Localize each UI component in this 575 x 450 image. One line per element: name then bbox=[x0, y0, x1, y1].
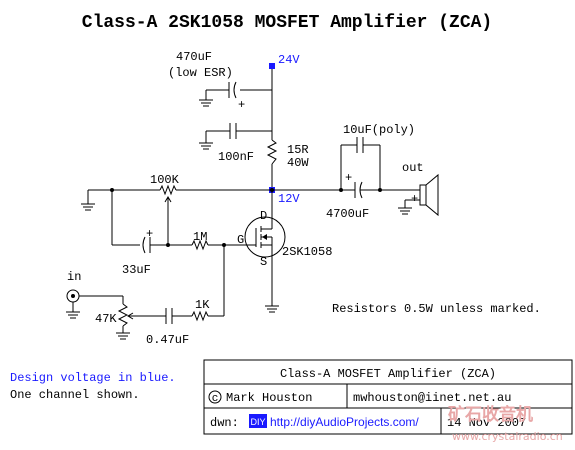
plus-33: + bbox=[146, 227, 153, 241]
title-block-author: Mark Houston bbox=[226, 391, 312, 405]
label-4700uf: 4700uF bbox=[326, 207, 369, 221]
capacitor-10uf-poly: 10uF(poly) bbox=[340, 123, 415, 190]
label-40w: 40W bbox=[287, 156, 309, 170]
label-source: S bbox=[260, 255, 267, 269]
ground-source bbox=[265, 305, 279, 313]
watermark-site: www.crystalradio.cn bbox=[452, 430, 563, 443]
label-24v: 24V bbox=[278, 53, 300, 67]
ground-left bbox=[81, 190, 95, 211]
capacitor-4700uf: + 4700uF bbox=[326, 171, 369, 221]
label-drain: D bbox=[260, 209, 267, 223]
schematic-title: Class-A 2SK1058 MOSFET Amplifier (ZCA) bbox=[82, 13, 492, 33]
diy-badge-text: DIY bbox=[250, 417, 265, 427]
label-047uf: 0.47uF bbox=[146, 333, 189, 347]
label-2sk1058: 2SK1058 bbox=[282, 245, 332, 259]
node-24v bbox=[269, 63, 275, 69]
supply-rail: 24V bbox=[269, 53, 300, 190]
plus-470: + bbox=[238, 98, 245, 112]
plus-speaker: + bbox=[411, 192, 418, 206]
design-voltage-note: Design voltage in blue. bbox=[10, 371, 176, 385]
speaker-icon: + out bbox=[398, 161, 439, 217]
resistor-1k: 1K bbox=[191, 245, 225, 322]
resistors-note: Resistors 0.5W unless marked. bbox=[332, 302, 541, 316]
one-channel-note: One channel shown. bbox=[10, 388, 140, 402]
resistor-15r: 15R 40W bbox=[266, 139, 309, 170]
title-block: Class-A MOSFET Amplifier (ZCA) c Mark Ho… bbox=[203, 359, 573, 435]
copyright-icon: c bbox=[212, 393, 219, 405]
label-470uf: 470uF bbox=[176, 50, 212, 64]
capacitor-100nf: 100nF bbox=[199, 123, 272, 164]
label-10uf: 10uF(poly) bbox=[343, 123, 415, 137]
label-low-esr: (low ESR) bbox=[168, 66, 233, 80]
title-block-date: 14 Nov 2007 bbox=[447, 416, 526, 430]
diy-badge bbox=[249, 414, 267, 428]
capacitor-047uf: 0.47uF bbox=[146, 308, 192, 347]
title-block-url[interactable]: http://diyAudioProjects.com/ bbox=[270, 415, 419, 429]
title-block-dwn: dwn: bbox=[210, 416, 239, 430]
label-gate: G bbox=[237, 233, 244, 247]
input-jack: in bbox=[66, 270, 123, 319]
resistor-1m: 1M bbox=[191, 230, 250, 251]
resistor-100k: 100K bbox=[150, 173, 180, 208]
label-15r: 15R bbox=[287, 143, 309, 157]
watermark-cn: 矿石收音机 bbox=[448, 404, 533, 425]
label-33uf: 33uF bbox=[122, 263, 151, 277]
label-in: in bbox=[67, 270, 81, 284]
potentiometer-47k: 47K bbox=[95, 296, 166, 340]
label-12v: 12V bbox=[278, 192, 300, 206]
label-100nf: 100nF bbox=[218, 150, 254, 164]
label-out: out bbox=[402, 161, 424, 175]
label-100k: 100K bbox=[150, 173, 180, 187]
plus-4700: + bbox=[345, 171, 352, 185]
title-block-email: mwhouston@iinet.net.au bbox=[353, 391, 511, 405]
capacitor-470uf: + 470uF (low ESR) bbox=[168, 50, 272, 112]
title-block-heading: Class-A MOSFET Amplifier (ZCA) bbox=[280, 367, 496, 381]
label-1m: 1M bbox=[193, 230, 207, 244]
label-47k: 47K bbox=[95, 312, 117, 326]
capacitor-33uf: + 33uF bbox=[111, 190, 192, 277]
label-1k: 1K bbox=[195, 298, 210, 312]
mosfet-2sk1058: D G S 2SK1058 bbox=[237, 190, 332, 306]
